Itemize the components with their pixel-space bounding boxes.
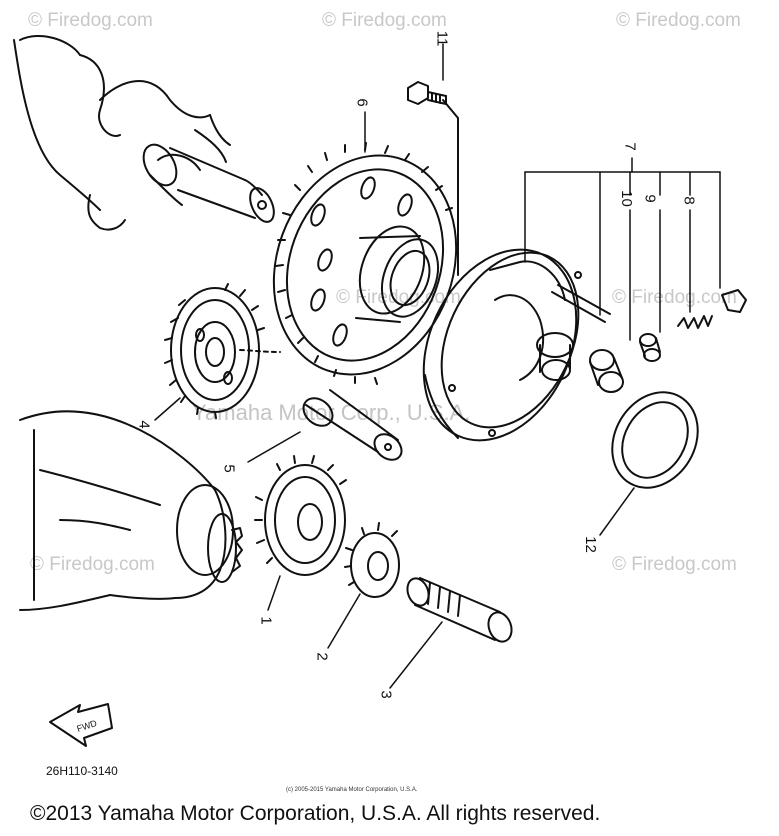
watermark: © Firedog.com bbox=[612, 554, 737, 575]
callout-5: 5 bbox=[220, 464, 238, 473]
part-6-starter-wheel-gear bbox=[272, 142, 458, 385]
callout-2: 2 bbox=[313, 652, 331, 661]
part-11-bolt bbox=[407, 81, 459, 276]
part-8-spring bbox=[677, 289, 747, 329]
part-4-idler-gear bbox=[164, 283, 281, 419]
part-1-gear bbox=[254, 455, 347, 611]
watermark: © Firedog.com bbox=[322, 10, 447, 31]
part-5-shaft bbox=[247, 389, 403, 463]
part-2-small-gear bbox=[327, 522, 400, 649]
callout-6: 6 bbox=[353, 98, 371, 107]
fwd-arrow-icon bbox=[49, 703, 113, 747]
watermark: © Firedog.com bbox=[28, 10, 153, 31]
watermark: © Firedog.com bbox=[616, 10, 741, 31]
watermark: © Firedog.com bbox=[612, 287, 737, 308]
watermark: © Firedog.com bbox=[30, 554, 155, 575]
fwd-label: FWD bbox=[76, 718, 99, 734]
callout-10: 10 bbox=[617, 190, 635, 207]
small-copyright: (c) 2005-2015 Yamaha Motor Corporation, … bbox=[286, 787, 418, 793]
part-10-roller bbox=[589, 349, 624, 393]
copyright-footer: ©2013 Yamaha Motor Corporation, U.S.A. A… bbox=[30, 802, 601, 825]
callout-9: 9 bbox=[641, 194, 659, 203]
callout-bracket bbox=[524, 157, 721, 341]
starter-motor bbox=[19, 410, 243, 611]
callout-8: 8 bbox=[680, 196, 698, 205]
callout-3: 3 bbox=[377, 690, 395, 699]
callout-11: 11 bbox=[433, 30, 451, 47]
part-3-splined-shaft bbox=[389, 577, 513, 689]
callout-7: 7 bbox=[621, 142, 639, 151]
callout-1: 1 bbox=[257, 616, 275, 625]
part-9-plunger bbox=[639, 333, 661, 362]
crankshaft bbox=[13, 35, 275, 231]
part-12-washer bbox=[599, 391, 699, 536]
callout-12: 12 bbox=[581, 536, 599, 553]
diagram-code: 26H110-3140 bbox=[46, 764, 118, 778]
leader-lines bbox=[154, 43, 444, 421]
part-7-starter-clutch bbox=[422, 248, 611, 442]
callout-4: 4 bbox=[135, 420, 153, 429]
